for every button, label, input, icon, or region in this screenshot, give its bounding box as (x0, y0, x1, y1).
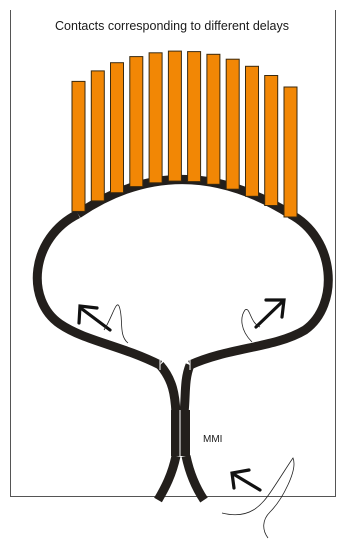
contact-bar (148, 52, 163, 184)
arrow-icon (254, 298, 286, 329)
arrow-icon (77, 304, 112, 332)
contact-bar (110, 62, 124, 194)
arrow-squiggle (241, 309, 261, 343)
contact-bar (167, 50, 182, 182)
arrow-squiggle (103, 304, 129, 344)
arrow-squiggle (221, 457, 295, 539)
mmi-output-left (154, 455, 181, 503)
waveguide-right-loop (188, 210, 333, 370)
mmi-label: MMI (203, 434, 222, 445)
contact-bar (129, 56, 144, 188)
contact-bar (71, 80, 86, 212)
contact-bar (245, 65, 259, 197)
contact-bar (187, 51, 202, 183)
contact-bar (90, 70, 105, 202)
contact-bar (264, 75, 279, 206)
contact-bar (283, 86, 298, 218)
diagram-title: Contacts corresponding to different dela… (55, 19, 289, 33)
contact-bar (206, 53, 221, 185)
waveguide-right-stem (179, 363, 195, 414)
contact-bar (225, 58, 240, 190)
waveguide-left-loop (32, 209, 163, 370)
mmi-output-right (181, 455, 208, 503)
arrow-icon (230, 468, 262, 492)
waveguide-left-stem (156, 362, 181, 414)
contacts-group (71, 50, 298, 218)
mmi-coupler (154, 410, 208, 503)
